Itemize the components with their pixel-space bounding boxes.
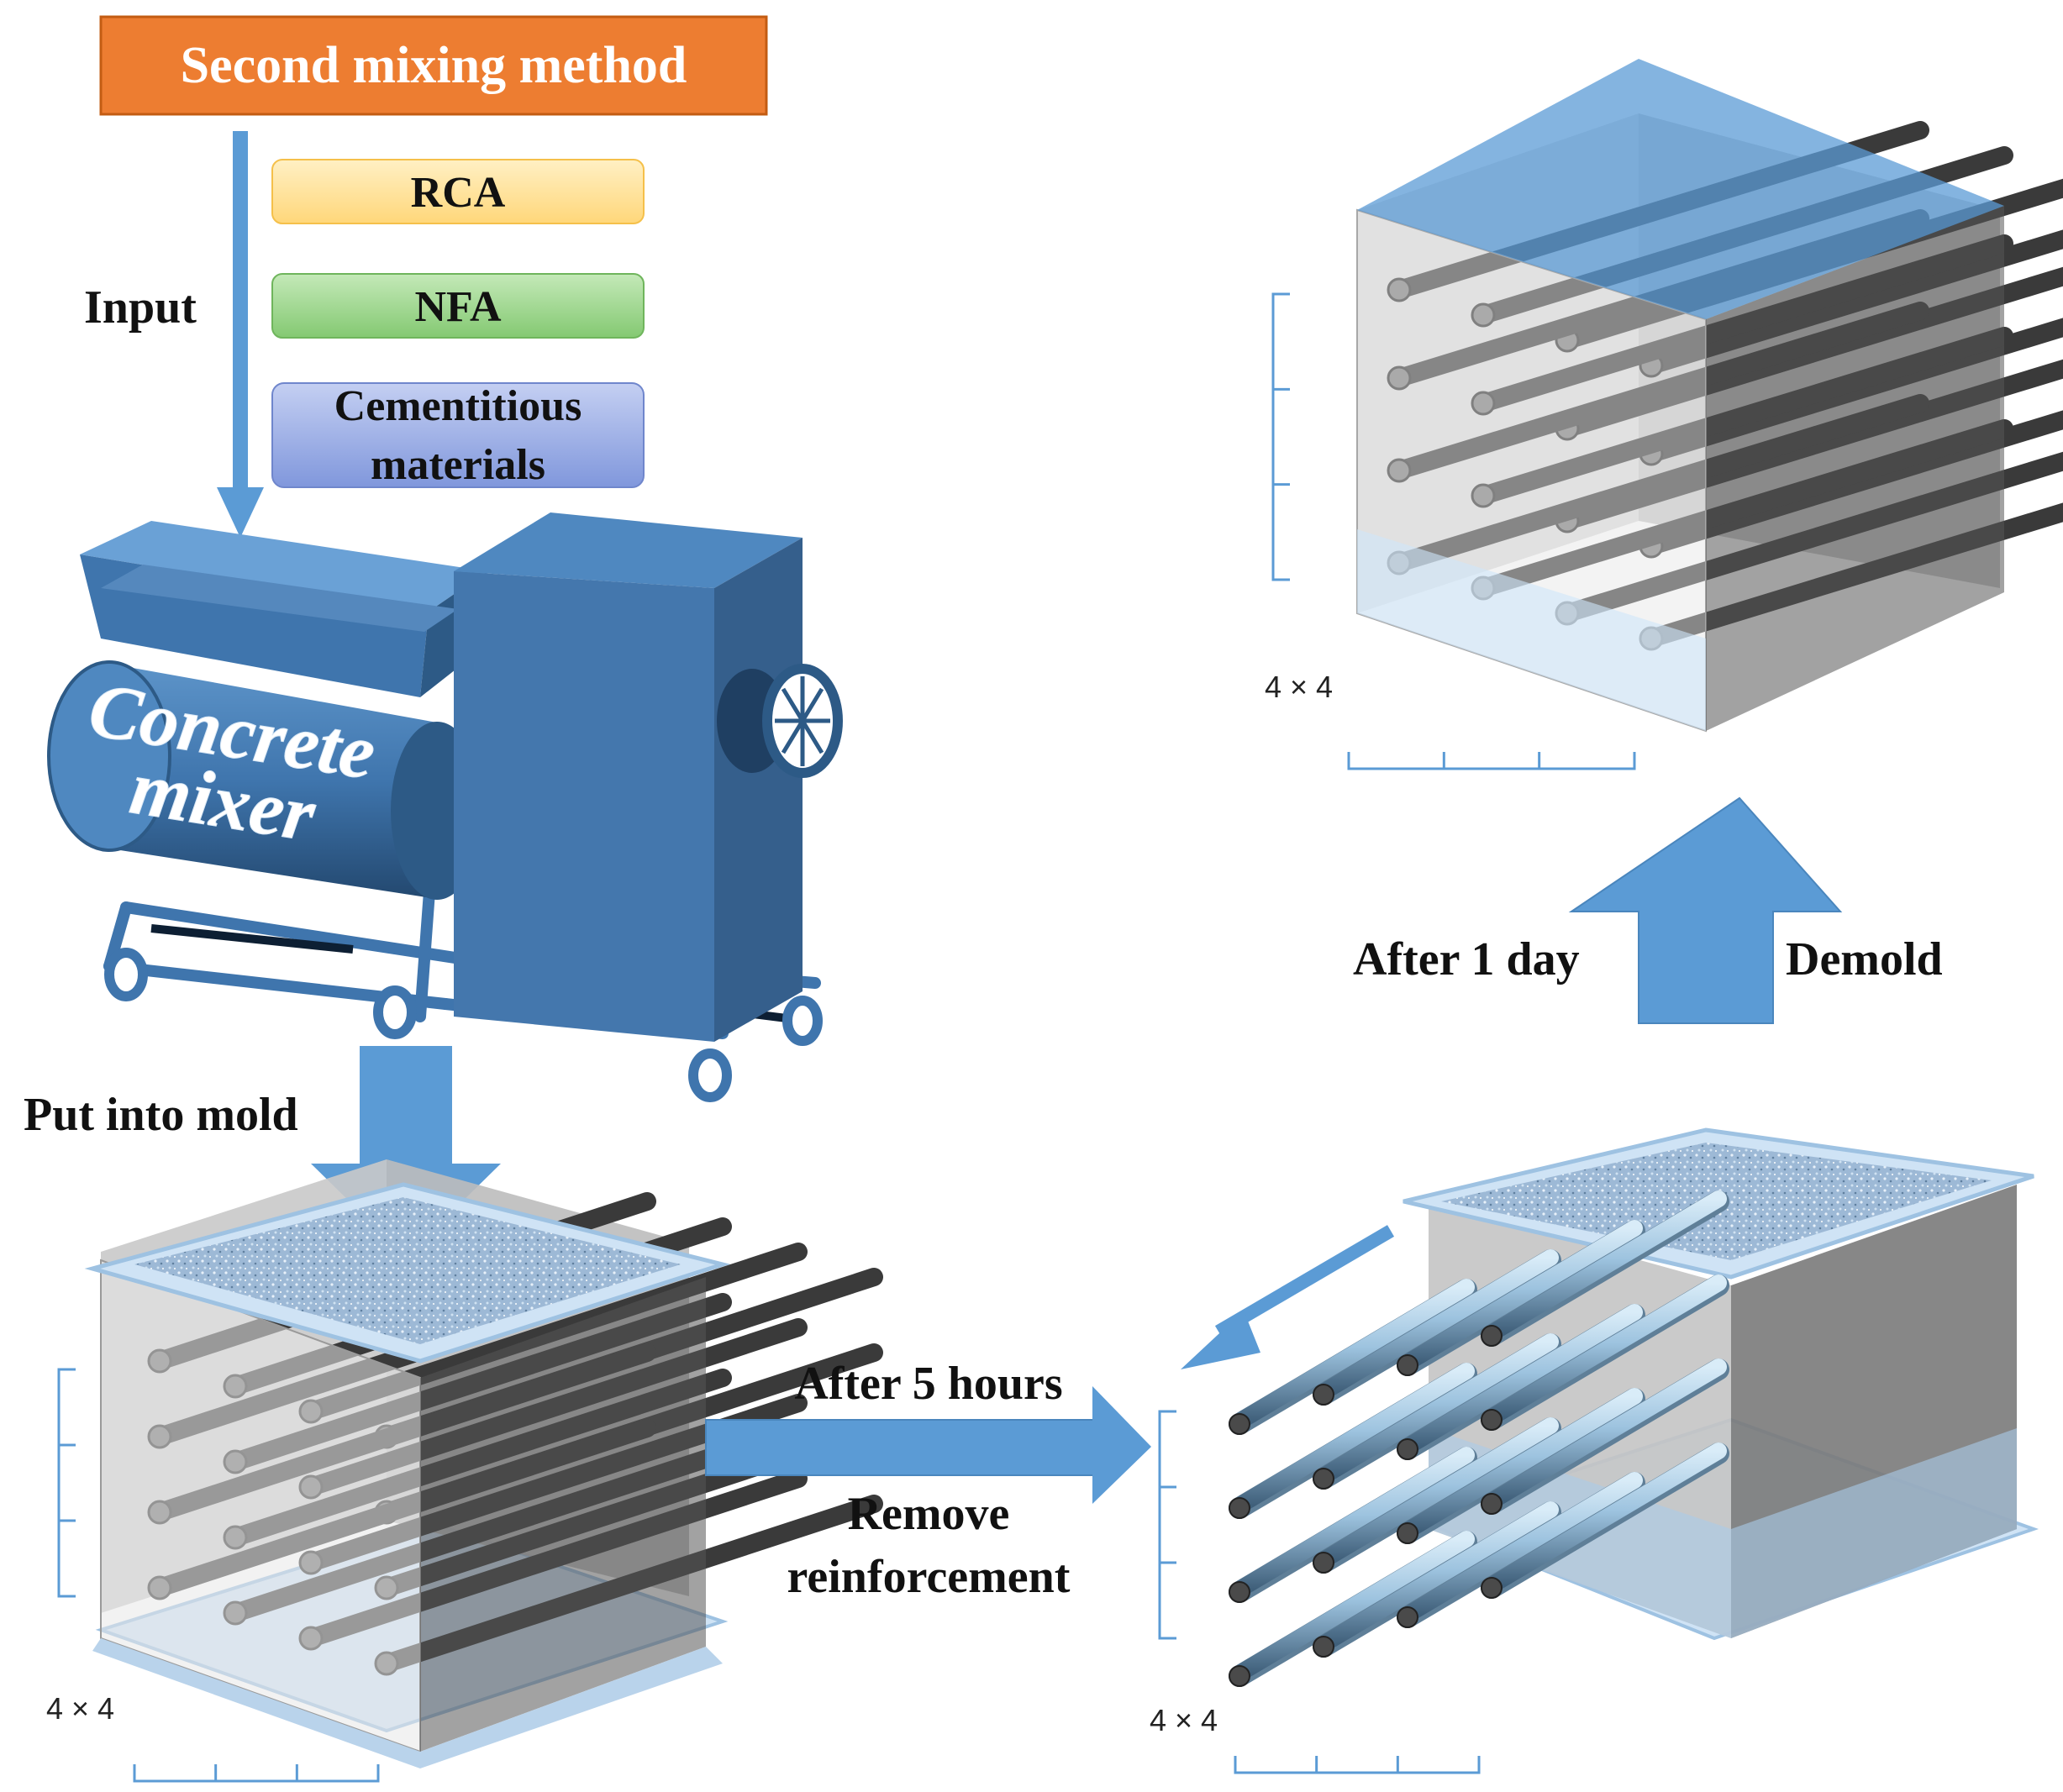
grid-bracket-horizontal [1234, 1756, 1481, 1774]
rebar-rod [1483, 1190, 1727, 1342]
demold-label: Demold [1786, 933, 1943, 985]
rebar-rod-end [1229, 1497, 1250, 1519]
grid-bracket-vertical [57, 1368, 76, 1598]
rebar-rod [1483, 1358, 1727, 1510]
rebar-rod-end [1397, 1438, 1418, 1460]
rebar-rod-end [1481, 1577, 1503, 1599]
demold-arrow [1568, 796, 1843, 1024]
rebar-rod-end [1313, 1636, 1334, 1658]
rebar-rod-end [1481, 1493, 1503, 1515]
mold-reinforcement-removed [1158, 1127, 2039, 1774]
rebar-rod [1231, 1531, 1475, 1682]
input-arrow [217, 131, 264, 538]
grid-bracket [1158, 1410, 1481, 1774]
grid-bracket-horizontal [1347, 752, 1636, 770]
title-box: Second mixing method [99, 15, 768, 116]
remove-reinforcement-line1: Remove [848, 1488, 1010, 1540]
specimen-bottom-band [1357, 529, 1706, 731]
pull-out-arrow-shaft [1214, 1225, 1395, 1337]
rebar-rod-end [1387, 277, 1412, 302]
material-rca: RCA [271, 159, 645, 224]
input-label: Input [84, 281, 197, 334]
rebar-rod [1399, 1304, 1643, 1455]
rebar-rod-end [1229, 1665, 1250, 1687]
rebar-rod-end [1387, 458, 1412, 483]
material-cementitious-label: Cementitious materials [334, 382, 582, 489]
specimen-side-face [1706, 206, 2004, 731]
concrete-mixer: Concrete mixer [47, 512, 843, 1102]
rebar-rod-end [1471, 483, 1496, 508]
rebar-rod [1399, 1472, 1643, 1623]
material-nfa: NFA [271, 273, 645, 339]
rebar-rod [1315, 1417, 1559, 1569]
mold-side-face [420, 1277, 706, 1752]
rebar-rod-end [1397, 1522, 1418, 1544]
grid-bracket [57, 1368, 380, 1783]
rebar-rod [1399, 1220, 1643, 1371]
rebar-rod-end [1471, 391, 1496, 416]
pull-out-arrow-head [1181, 1311, 1260, 1369]
title-text: Second mixing method [181, 37, 687, 94]
rebar-rod [1231, 1447, 1475, 1598]
material-cementitious-line2: materials [371, 441, 545, 489]
grid-bracket-horizontal [133, 1764, 380, 1783]
rebar-rod-end [1471, 302, 1496, 328]
rebar-rod [1315, 1333, 1559, 1485]
rebar-rod-end [1387, 365, 1412, 391]
rebar-rod [1231, 1279, 1475, 1430]
put-into-mold-label: Put into mold [24, 1089, 298, 1141]
grid-label-mold: 4 × 4 [46, 1691, 114, 1726]
remove-reinforcement-line2: reinforcement [787, 1551, 1071, 1603]
rebar-rod-end [1481, 1325, 1503, 1347]
rebar-rod-end [1313, 1384, 1334, 1406]
rebar-rod-end [1229, 1581, 1250, 1603]
rebar-rod [1483, 1443, 1727, 1594]
rebar-rod-end [1397, 1354, 1418, 1376]
after-1-day-label: After 1 day [1353, 933, 1580, 985]
after-5-hours-arrow [705, 1386, 1151, 1504]
rebar-rod-end [1229, 1413, 1250, 1435]
material-cementitious: Cementitious materials [271, 382, 645, 489]
rebar-rod [1315, 1501, 1559, 1653]
rebar-rod-end [1313, 1552, 1334, 1574]
material-nfa-label: NFA [414, 283, 501, 331]
rebar-rod [1399, 1388, 1643, 1539]
rebar-rod [1483, 1274, 1727, 1426]
rebar-rod-end [1397, 1606, 1418, 1628]
grid-bracket-vertical [1158, 1410, 1176, 1640]
specimen-top-face [1357, 59, 2004, 319]
demolded-specimen [1271, 59, 2063, 770]
mold-base-edge [92, 1638, 723, 1768]
grid-label-specimen: 4 × 4 [1265, 670, 1333, 704]
concrete-surface [134, 1197, 681, 1344]
rebar-rod [1231, 1363, 1475, 1514]
after-5-hours-label: After 5 hours [794, 1358, 1062, 1410]
mold-with-reinforcement [57, 1159, 883, 1783]
material-rca-label: RCA [411, 169, 506, 217]
concrete-lower [1429, 1428, 2017, 1638]
rebar-rod [1315, 1249, 1559, 1400]
material-cementitious-line1: Cementitious [334, 382, 582, 430]
rebar-rod-end [1313, 1468, 1334, 1490]
grid-bracket-vertical [1271, 292, 1290, 581]
rebar-rod-end [1481, 1409, 1503, 1431]
grid-bracket [1271, 292, 1636, 770]
grid-label-mold-removed: 4 × 4 [1150, 1703, 1218, 1737]
